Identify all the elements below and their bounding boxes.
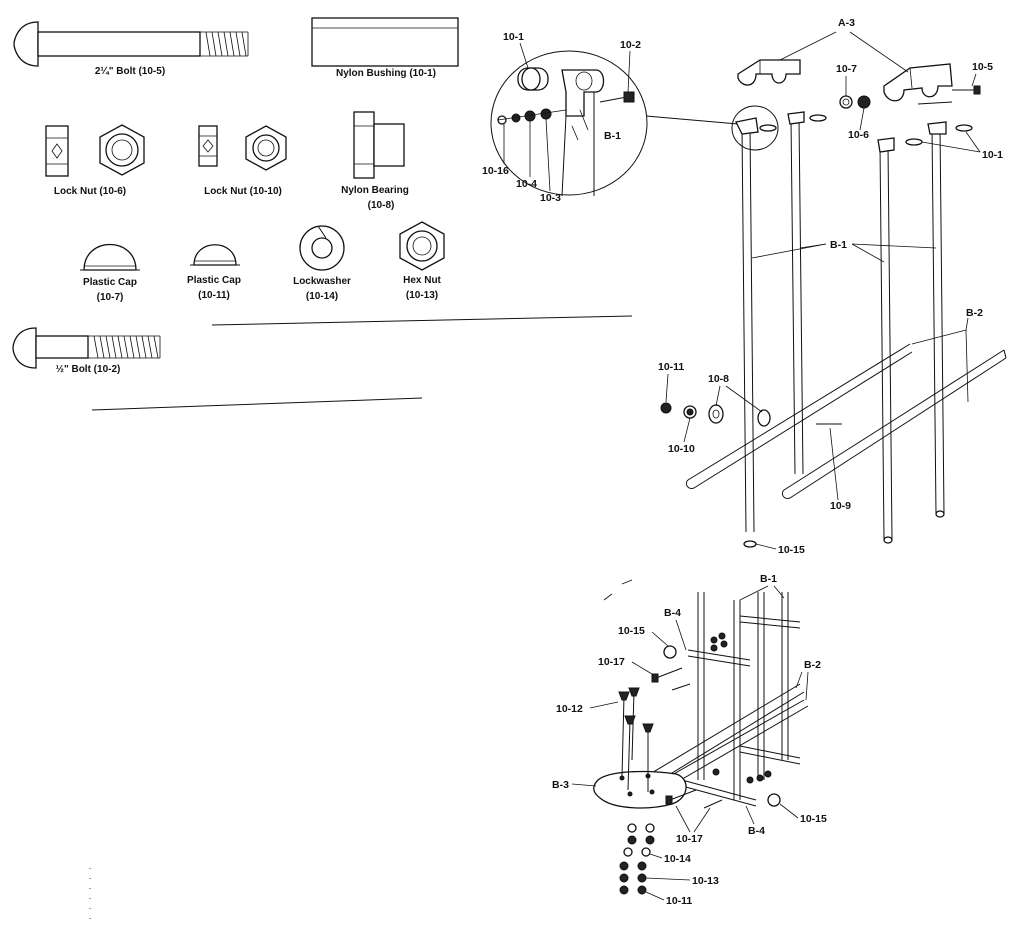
nylon-bearing-part xyxy=(353,111,405,179)
detail-callout-10-3: 10-3 xyxy=(540,192,561,204)
upper-assembly xyxy=(660,59,1007,548)
stray-mark xyxy=(621,579,633,585)
detail-callout-10-2: 10-2 xyxy=(620,39,641,51)
plastic-cap-7-label-2: (10-7) xyxy=(97,292,124,303)
lower-callout-b2: B-2 xyxy=(804,659,821,671)
bolt-half-label: ½" Bolt (10-2) xyxy=(56,364,121,375)
lower-callout-b1: B-1 xyxy=(760,573,777,585)
nylon-bushing-part xyxy=(311,17,459,67)
lower-callout-10-17-top: 10-17 xyxy=(598,656,625,668)
callout-10-9: 10-9 xyxy=(830,500,851,512)
nylon-bushing-label: Nylon Bushing (10-1) xyxy=(336,68,436,79)
separator-line xyxy=(211,315,633,326)
lockwasher-part xyxy=(299,225,345,271)
nylon-bearing-label-2: (10-8) xyxy=(368,200,395,211)
hex-nut-label-2: (10-13) xyxy=(406,290,438,301)
detail-callout-10-4: 10-4 xyxy=(516,178,537,190)
plastic-cap-7-part xyxy=(80,244,140,271)
lower-callout-b4-bot: B-4 xyxy=(748,825,765,837)
detail-callout-b1: B-1 xyxy=(604,130,621,142)
plastic-cap-11-part xyxy=(190,244,240,266)
callout-10-1: 10-1 xyxy=(982,149,1003,161)
detail-view xyxy=(490,50,648,197)
detail-callout-10-16: 10-16 xyxy=(482,165,509,177)
bolt-half-part xyxy=(12,327,161,369)
callout-10-15-upper: 10-15 xyxy=(778,544,805,556)
lockwasher-label-1: Lockwasher xyxy=(293,276,351,287)
callout-10-7: 10-7 xyxy=(836,63,857,75)
lower-callout-10-13: 10-13 xyxy=(692,875,719,887)
separator-line xyxy=(91,397,423,411)
lower-callout-b3: B-3 xyxy=(552,779,569,791)
hex-nut-part xyxy=(399,221,445,271)
hex-nut-label-1: Hex Nut xyxy=(403,275,441,286)
bolt-2-25-part xyxy=(13,21,249,67)
lower-callout-10-12: 10-12 xyxy=(556,703,583,715)
lockwasher-label-2: (10-14) xyxy=(306,291,338,302)
callout-b1: B-1 xyxy=(830,239,847,251)
callout-10-8: 10-8 xyxy=(708,373,729,385)
lock-nut-6-part xyxy=(45,124,145,177)
callout-10-11-upper: 10-11 xyxy=(658,361,684,373)
bolt-2-25-label: 2¼" Bolt (10-5) xyxy=(95,66,165,77)
nylon-bearing-label-1: Nylon Bearing xyxy=(341,185,409,196)
lower-callout-10-17-bot: 10-17 xyxy=(676,833,703,845)
lower-assembly xyxy=(593,592,809,895)
lower-callout-10-11: 10-11 xyxy=(666,895,692,907)
plastic-cap-11-label-2: (10-11) xyxy=(198,290,230,301)
detail-connector xyxy=(645,115,739,125)
callout-10-5: 10-5 xyxy=(972,61,993,73)
lower-callout-10-15-bot: 10-15 xyxy=(800,813,827,825)
callout-10-6: 10-6 xyxy=(848,129,869,141)
plastic-cap-7-label-1: Plastic Cap xyxy=(83,277,137,288)
lock-nut-10-label: Lock Nut (10-10) xyxy=(204,186,282,197)
plastic-cap-11-label-1: Plastic Cap xyxy=(187,275,241,286)
detail-source-ring xyxy=(731,105,779,151)
lock-nut-6-label: Lock Nut (10-6) xyxy=(54,186,126,197)
lock-nut-10-part xyxy=(198,125,287,171)
lower-callout-10-15-top: 10-15 xyxy=(618,625,645,637)
callout-b2: B-2 xyxy=(966,307,983,319)
lower-callout-b4-top: B-4 xyxy=(664,607,681,619)
callout-10-10: 10-10 xyxy=(668,443,695,455)
lower-callout-10-14: 10-14 xyxy=(664,853,691,865)
stray-mark xyxy=(603,593,613,601)
detail-callout-10-1: 10-1 xyxy=(503,31,524,43)
callout-a3: A-3 xyxy=(838,17,855,29)
